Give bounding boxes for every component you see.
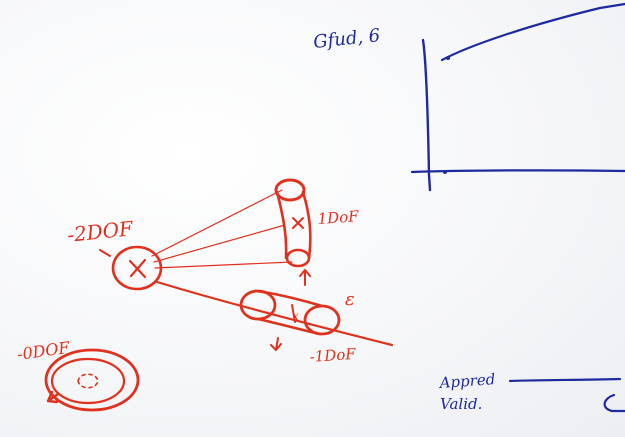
blue-bottom-sketch [508,377,625,413]
link-line [155,280,394,347]
x-axis-line [410,169,625,174]
bottom-label-line1: Appred [437,370,496,392]
body-0dof-dotted [77,373,99,389]
upper-tube-x [292,217,304,229]
bottom-hook [603,393,625,413]
upper-tube-bottom-end [285,248,311,268]
lower-cyl-bottom-wall [256,317,322,336]
blue-axes-sketch [410,2,625,192]
bottom-label-line2: Valid. [440,395,482,413]
upper-tube-left-wall [275,190,288,260]
label-1dof-lower: -1DoF [309,345,357,366]
red-dof-sketch [44,178,394,412]
fan-line-2 [153,224,286,263]
label-2dof: -2DOF [66,216,135,247]
label-0dof: -0DOF [16,338,72,364]
body-0dof-arrow [46,390,60,404]
curve-start-dot [446,56,450,60]
dash-mark [99,249,111,257]
fan-line-1 [151,189,283,257]
upper-tube-right-wall [301,190,312,260]
upper-tube-top-end [274,178,306,202]
joint-2dof-x [128,258,147,279]
arrow-down [270,337,282,351]
lower-cyl-center-mark [291,304,296,323]
label-1dof-upper: 1DoF [317,207,360,228]
y-axis-line [421,38,432,192]
label-epsilon: ε [345,289,355,310]
bottom-line [508,377,622,383]
arrow-up [299,269,311,286]
body-0dof-inner [50,357,126,405]
top-axis-label: Gfud, 6 [312,25,381,53]
lower-cyl-right-end [303,304,341,336]
origin-dot [443,170,447,174]
fan-line-3 [154,261,293,269]
lower-cyl-x: x [292,309,299,323]
lower-cyl-left-end [239,289,277,321]
curve-top [440,2,625,62]
lower-cyl-top-wall [254,289,324,308]
body-0dof-outer [44,348,140,412]
